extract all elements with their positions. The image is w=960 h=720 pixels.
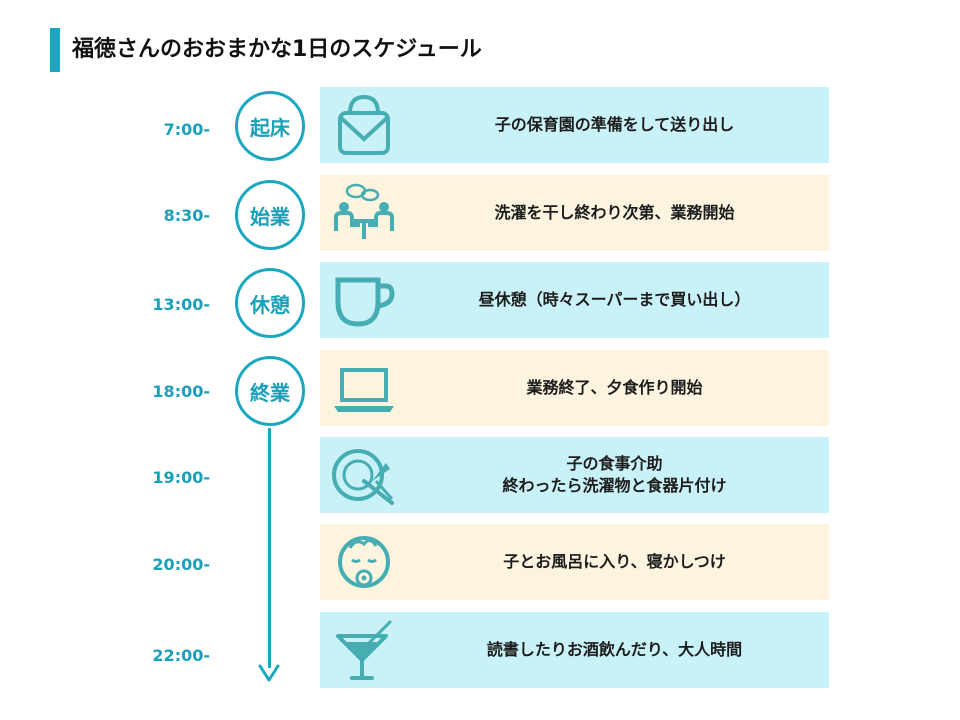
schedule-card: 昼休憩（時々スーパーまで買い出し） <box>320 262 829 338</box>
schedule-card: 洗濯を干し終わり次第、業務開始 <box>320 175 829 251</box>
schedule-card: 子の保育園の準備をして送り出し <box>320 87 829 163</box>
card-text-line: 終わったら洗濯物と食器片付け <box>502 476 727 495</box>
schedule-card: 業務終了、夕食作り開始 <box>320 350 829 426</box>
timeline-line <box>268 428 271 668</box>
timeline-arrow-icon <box>258 664 280 682</box>
card-text-line: 子の食事介助 <box>566 454 663 473</box>
title-accent-bar <box>50 28 60 72</box>
meeting-icon <box>334 183 394 239</box>
phase-badge-wakeup: 起床 <box>235 91 305 161</box>
phase-badge-work-end: 終業 <box>235 356 305 426</box>
time-label: 7:00- <box>163 120 210 139</box>
card-text-line: 昼休憩（時々スーパーまで買い出し） <box>478 290 751 309</box>
phase-badge-work-start: 始業 <box>235 180 305 250</box>
mug-icon <box>335 277 395 327</box>
card-text-line: 洗濯を干し終わり次第、業務開始 <box>494 203 735 222</box>
card-text-line: 子とお風呂に入り、寝かしつけ <box>503 552 726 571</box>
schedule-card: 読書したりお酒飲んだり、大人時間 <box>320 612 829 688</box>
schedule-card: 子の食事介助 終わったら洗濯物と食器片付け <box>320 437 829 513</box>
card-text-line: 読書したりお酒飲んだり、大人時間 <box>486 640 743 659</box>
baby-icon <box>338 536 390 588</box>
phase-badge-break: 休憩 <box>235 268 305 338</box>
page-title: 福徳さんのおおまかな1日のスケジュール <box>72 37 482 62</box>
time-label: 13:00- <box>152 295 210 314</box>
time-label: 19:00- <box>152 468 210 487</box>
schedule-card: 子とお風呂に入り、寝かしつけ <box>320 524 829 600</box>
laptop-icon <box>334 368 394 412</box>
time-label: 18:00- <box>152 382 210 401</box>
handbag-icon <box>338 94 390 155</box>
time-label: 22:00- <box>152 646 210 665</box>
cocktail-icon <box>336 620 392 680</box>
time-label: 20:00- <box>152 555 210 574</box>
card-text-line: 子の保育園の準備をして送り出し <box>494 115 735 134</box>
plate-cutlery-icon <box>332 449 394 505</box>
card-text-line: 業務終了、夕食作り開始 <box>526 378 703 397</box>
time-label: 8:30- <box>163 206 210 225</box>
